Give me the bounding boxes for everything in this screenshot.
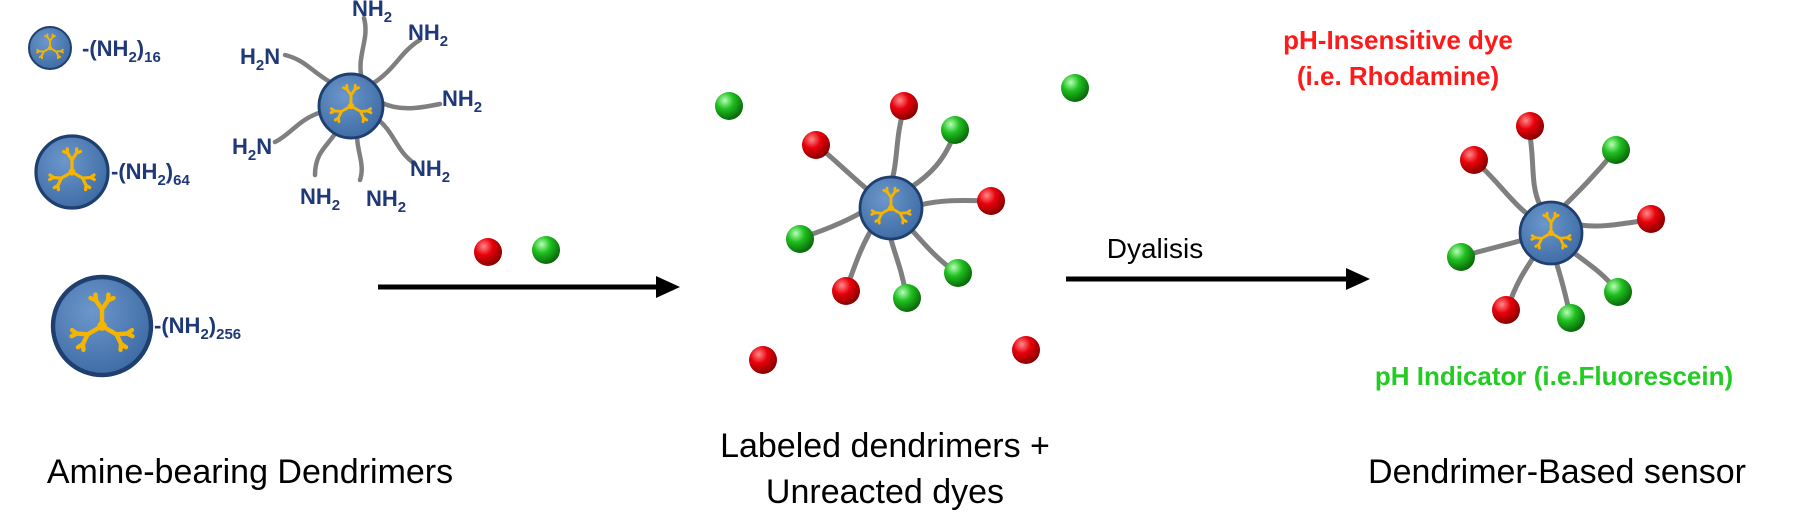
dendrimer-g256: -(NH2)256 [50, 274, 241, 378]
indicator-dye-label: pH Indicator (i.e.Fluorescein) [1375, 361, 1733, 391]
arm [272, 109, 325, 145]
caption-labeled-line2: Unreacted dyes [766, 473, 1004, 511]
arm [1526, 127, 1543, 208]
caption-amine-dendrimers: Amine-bearing Dendrimers [47, 453, 453, 491]
branch-tree [69, 292, 135, 353]
arrow-icon [1346, 268, 1370, 290]
dye-sphere-icon [802, 131, 830, 159]
amine-label: NH2 [442, 86, 482, 116]
sensor-dendrimer [1447, 112, 1665, 332]
dye-sphere-icon [941, 116, 969, 144]
arm [358, 15, 368, 83]
branch-tree [36, 33, 64, 60]
amine-label: NH2 [366, 186, 406, 216]
dye-sphere-icon [832, 277, 860, 305]
branch-tree [329, 84, 373, 124]
arm [377, 99, 443, 111]
dye-sphere-icon [1604, 278, 1632, 306]
dye-sphere-icon [944, 259, 972, 287]
dendrimer-core-icon [317, 72, 385, 140]
dye-sphere-icon [1516, 112, 1544, 140]
caption-sensor: Dendrimer-Based sensor [1368, 453, 1746, 491]
dendrimer-g16: -(NH2)16 [28, 26, 161, 70]
dye-sphere-icon [532, 236, 560, 264]
amine-formula-64: -(NH2)64 [111, 159, 190, 189]
captions: Amine-bearing Dendrimers Labeled dendrim… [47, 427, 1746, 511]
unreacted-dyes [715, 74, 1089, 374]
arm [369, 37, 423, 87]
amine-label-left: H2N [240, 44, 280, 74]
amine-label: NH2 [408, 20, 448, 50]
amine-label: NH2 [410, 156, 450, 186]
branch-tree [1530, 211, 1572, 250]
dye-sphere-icon [1637, 205, 1665, 233]
amine-label: NH2 [300, 184, 340, 214]
amine-formula-256: -(NH2)256 [154, 313, 241, 343]
generation-group: -(NH2)16 -(NH2)64 -(NH2)256 [28, 26, 241, 378]
amine-label: NH2 [352, 0, 392, 26]
dye-sphere-icon [786, 225, 814, 253]
dye-sphere-icon [1447, 243, 1475, 271]
dye-sphere-icon [1012, 336, 1040, 364]
dye-sphere-icon [715, 92, 743, 120]
branch-tree [870, 186, 912, 225]
dye-legend: pH-Insensitive dye (i.e. Rhodamine) pH I… [1283, 25, 1733, 391]
dye-sphere-icon [890, 92, 918, 120]
dye-sphere-icon [1460, 146, 1488, 174]
dye-sphere-icon [749, 346, 777, 374]
dye-sphere-icon [977, 187, 1005, 215]
dendrimer-core-icon [28, 26, 72, 70]
reagent-dyes [474, 236, 560, 266]
amine-dendrimer: NH2 NH2 NH2 NH2 NH2 NH2 H2N H2N [232, 0, 482, 216]
amine-label-left: H2N [232, 134, 272, 164]
insensitive-dye-label: pH-Insensitive dye [1283, 25, 1513, 55]
dye-sphere-icon [1557, 304, 1585, 332]
dye-sphere-icon [1492, 296, 1520, 324]
dye-sphere-icon [1061, 74, 1089, 102]
reaction-arrow [378, 276, 680, 298]
dendrimer-core-icon [34, 134, 110, 210]
amine-labels: NH2 NH2 NH2 NH2 NH2 NH2 H2N H2N [232, 0, 482, 216]
amine-formula-16: -(NH2)16 [82, 36, 161, 66]
dye-sphere-icon [1602, 136, 1630, 164]
branch-tree [48, 147, 96, 192]
labeled-dendrimer [786, 92, 1005, 312]
dialysis-arrow: Dyalisis [1066, 233, 1370, 290]
dendrimer-core-icon [858, 175, 924, 241]
dye-sphere-icon [474, 238, 502, 266]
dendrimer-g64: -(NH2)64 [34, 134, 190, 210]
arm [373, 115, 418, 167]
arm [282, 52, 333, 85]
amine-arms [272, 15, 443, 183]
dendrimer-core-icon [50, 274, 154, 378]
dendrimer-core-icon [1518, 200, 1584, 266]
dye-sphere-icon [893, 284, 921, 312]
arrow-label: Dyalisis [1107, 233, 1203, 264]
caption-labeled-line1: Labeled dendrimers + [720, 427, 1050, 465]
insensitive-dye-example: (i.e. Rhodamine) [1297, 61, 1499, 91]
arrow-icon [656, 276, 680, 298]
